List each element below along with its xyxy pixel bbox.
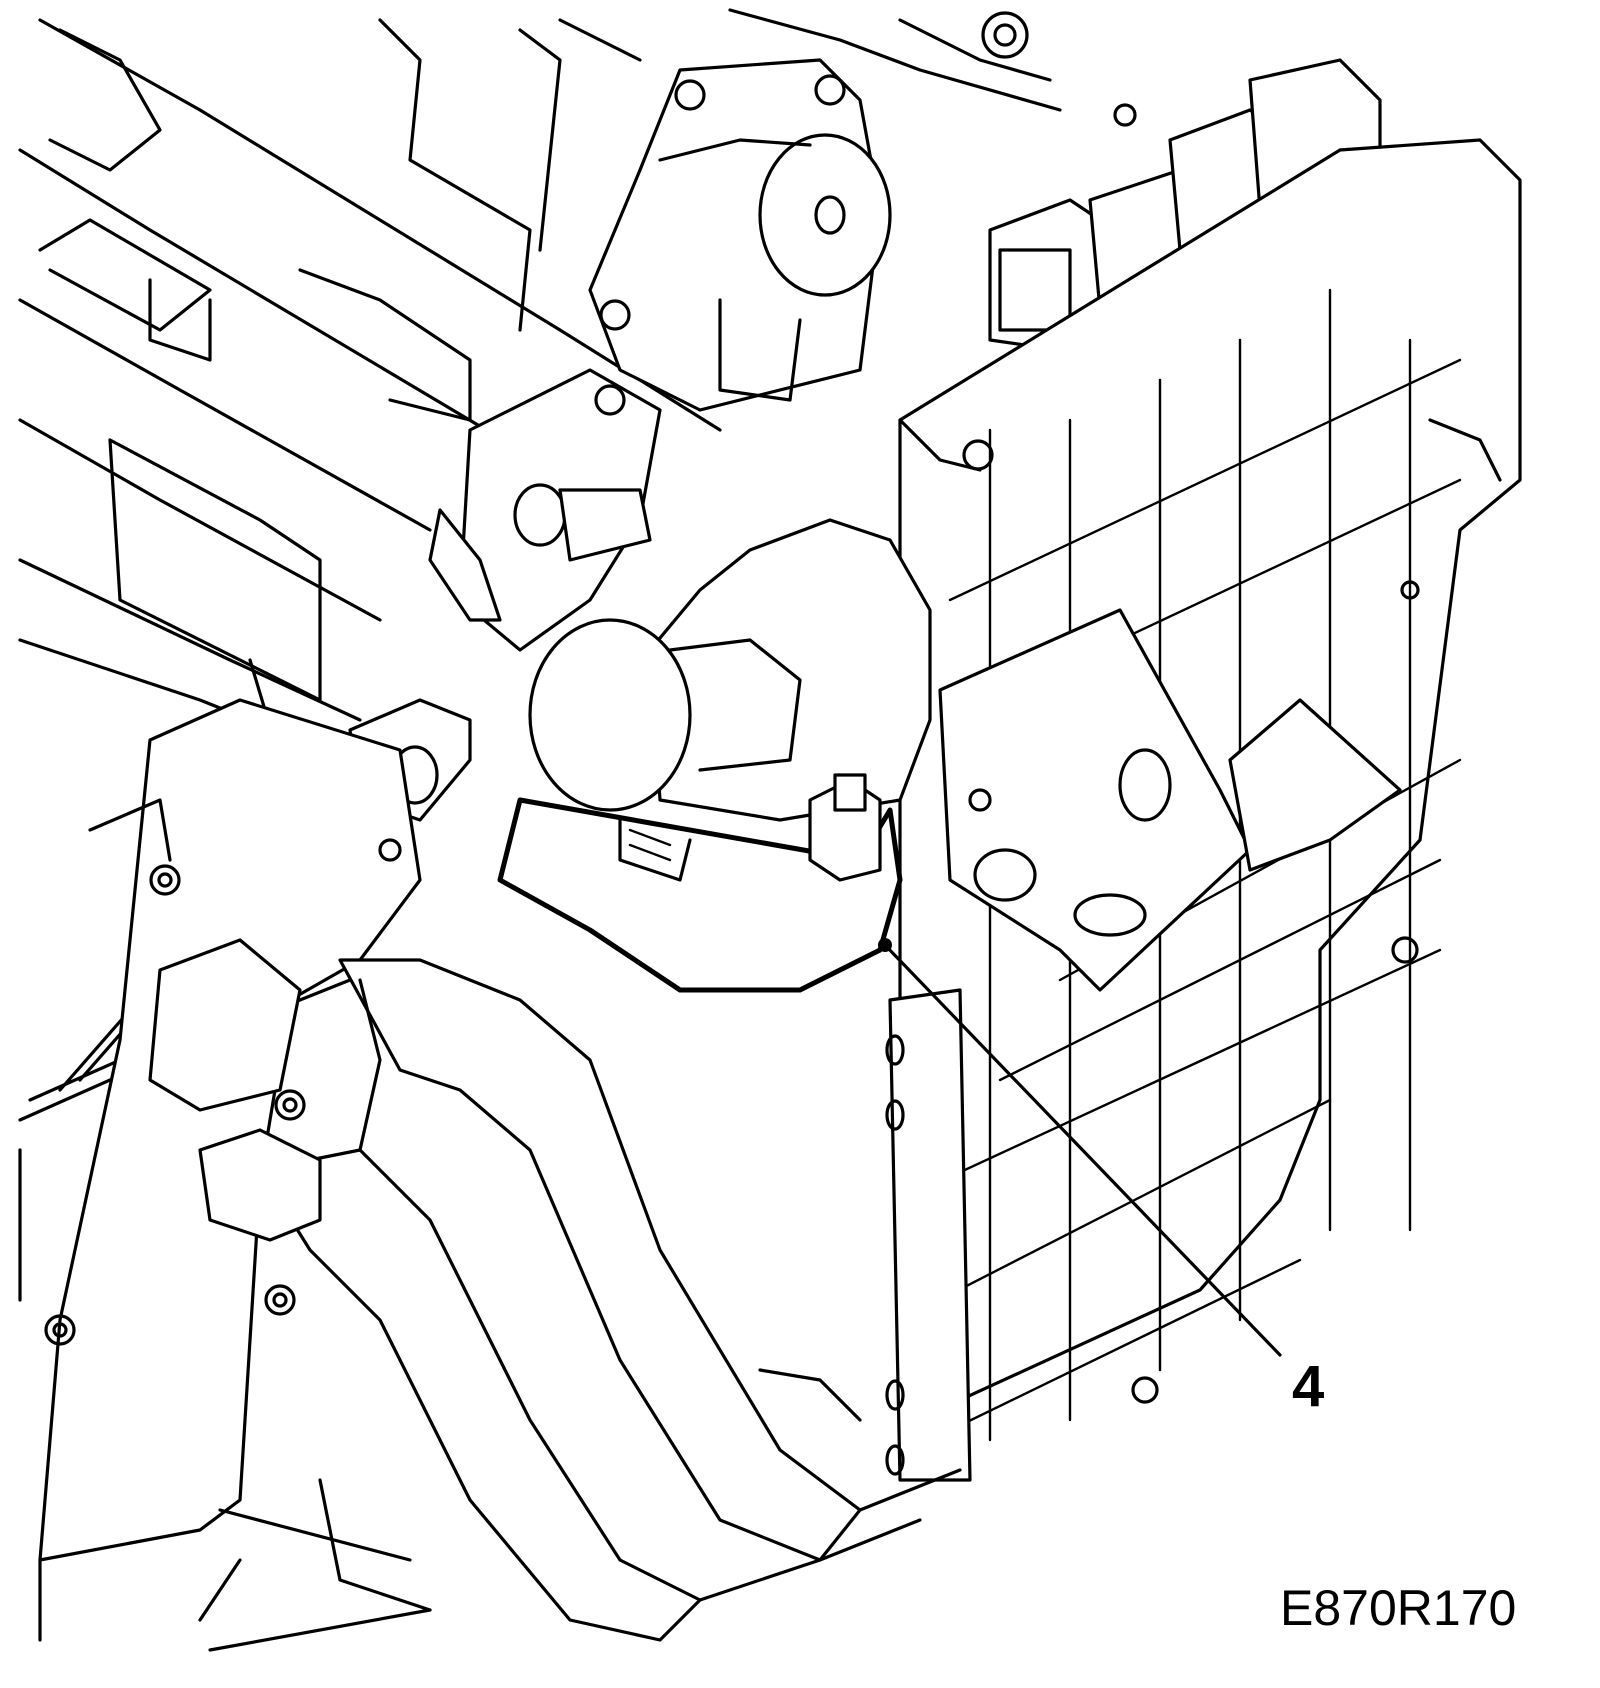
heater-pipes <box>148 938 962 1642</box>
highlighted-component <box>497 773 903 993</box>
dashboard-duct-frame <box>18 8 1062 762</box>
mounting-bracket-plate <box>938 608 1402 992</box>
actuator-bracket <box>428 368 662 652</box>
blower-motor-assembly <box>528 518 932 822</box>
callout-number-4: 4 <box>1292 1354 1325 1419</box>
figure-reference-code: E870R170 <box>1280 1580 1517 1636</box>
frame-mounting-holes <box>981 11 1137 127</box>
flap-actuator-motor-top <box>588 58 892 412</box>
lower-frame-lines <box>18 1148 432 1652</box>
callout-leader-4 <box>878 938 1282 1357</box>
housing-flange <box>885 988 972 1482</box>
